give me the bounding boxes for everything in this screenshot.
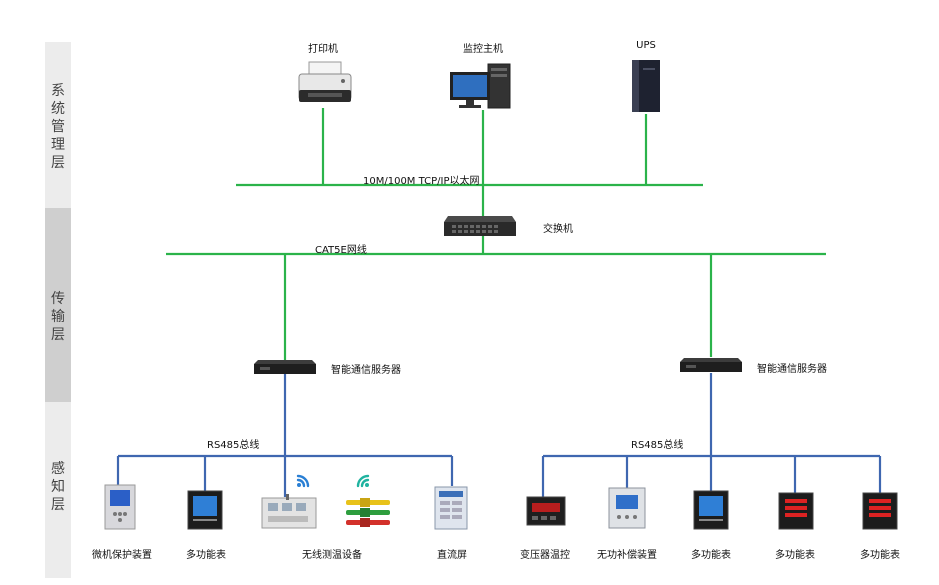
perception-layer-label: 感知层 (45, 460, 71, 514)
multi-meter-left-icon (187, 490, 223, 530)
wireless-signal-icon (296, 474, 310, 488)
multi-meter-right-3-icon (862, 492, 898, 530)
management-layer-text: 系统管理层 (51, 83, 65, 171)
wireless-signal-2-icon (356, 474, 370, 488)
multi-meter-right-1-icon (693, 490, 729, 530)
transmission-layer-label: 传输层 (45, 290, 71, 344)
ups-label: UPS (636, 40, 656, 51)
perception-layer-band (45, 402, 71, 578)
management-layer-label: 系统管理层 (45, 82, 71, 172)
right-device-2-label: 无功补偿装置 (597, 550, 657, 561)
ups-icon (632, 60, 660, 112)
printer-icon (298, 61, 352, 102)
server-left-icon (254, 360, 316, 374)
transformer-temp-controller-icon (526, 496, 566, 526)
printer-label: 打印机 (308, 44, 338, 55)
right-device-1-label: 变压器温控 (520, 550, 570, 561)
rs485-right-label: RS485总线 (631, 440, 684, 451)
perception-layer-text: 感知层 (51, 461, 65, 513)
rs485-left-label: RS485总线 (207, 440, 260, 451)
right-device-4-label: 多功能表 (775, 550, 815, 561)
protection-device-icon (104, 484, 136, 530)
multi-meter-right-2-icon (778, 492, 814, 530)
switch-icon (444, 216, 516, 236)
server-right-label: 智能通信服务器 (757, 364, 827, 375)
left-device-1-label: 微机保护装置 (92, 550, 152, 561)
dc-panel-icon (434, 486, 468, 530)
cat5e-label: CAT5E网线 (315, 245, 367, 256)
transmission-layer-text: 传输层 (51, 291, 65, 343)
left-device-3-label: 无线测温设备 (302, 550, 362, 561)
switch-label: 交换机 (543, 224, 573, 235)
temp-sensor-cables-icon (346, 498, 390, 527)
ethernet-label: 10M/100M TCP/IP以太网 (363, 176, 480, 187)
monitor-host-icon (450, 63, 511, 109)
left-device-4-label: 直流屏 (437, 550, 467, 561)
server-left-label: 智能通信服务器 (331, 365, 401, 376)
right-device-3-label: 多功能表 (691, 550, 731, 561)
transmission-layer-band (45, 208, 71, 402)
management-layer-band (45, 42, 71, 208)
left-device-2-label: 多功能表 (186, 550, 226, 561)
wireless-temp-device-icon (261, 494, 317, 529)
monitor-host-label: 监控主机 (463, 44, 503, 55)
right-device-5-label: 多功能表 (860, 550, 900, 561)
server-right-icon (680, 358, 742, 372)
reactive-compensation-icon (608, 487, 646, 529)
